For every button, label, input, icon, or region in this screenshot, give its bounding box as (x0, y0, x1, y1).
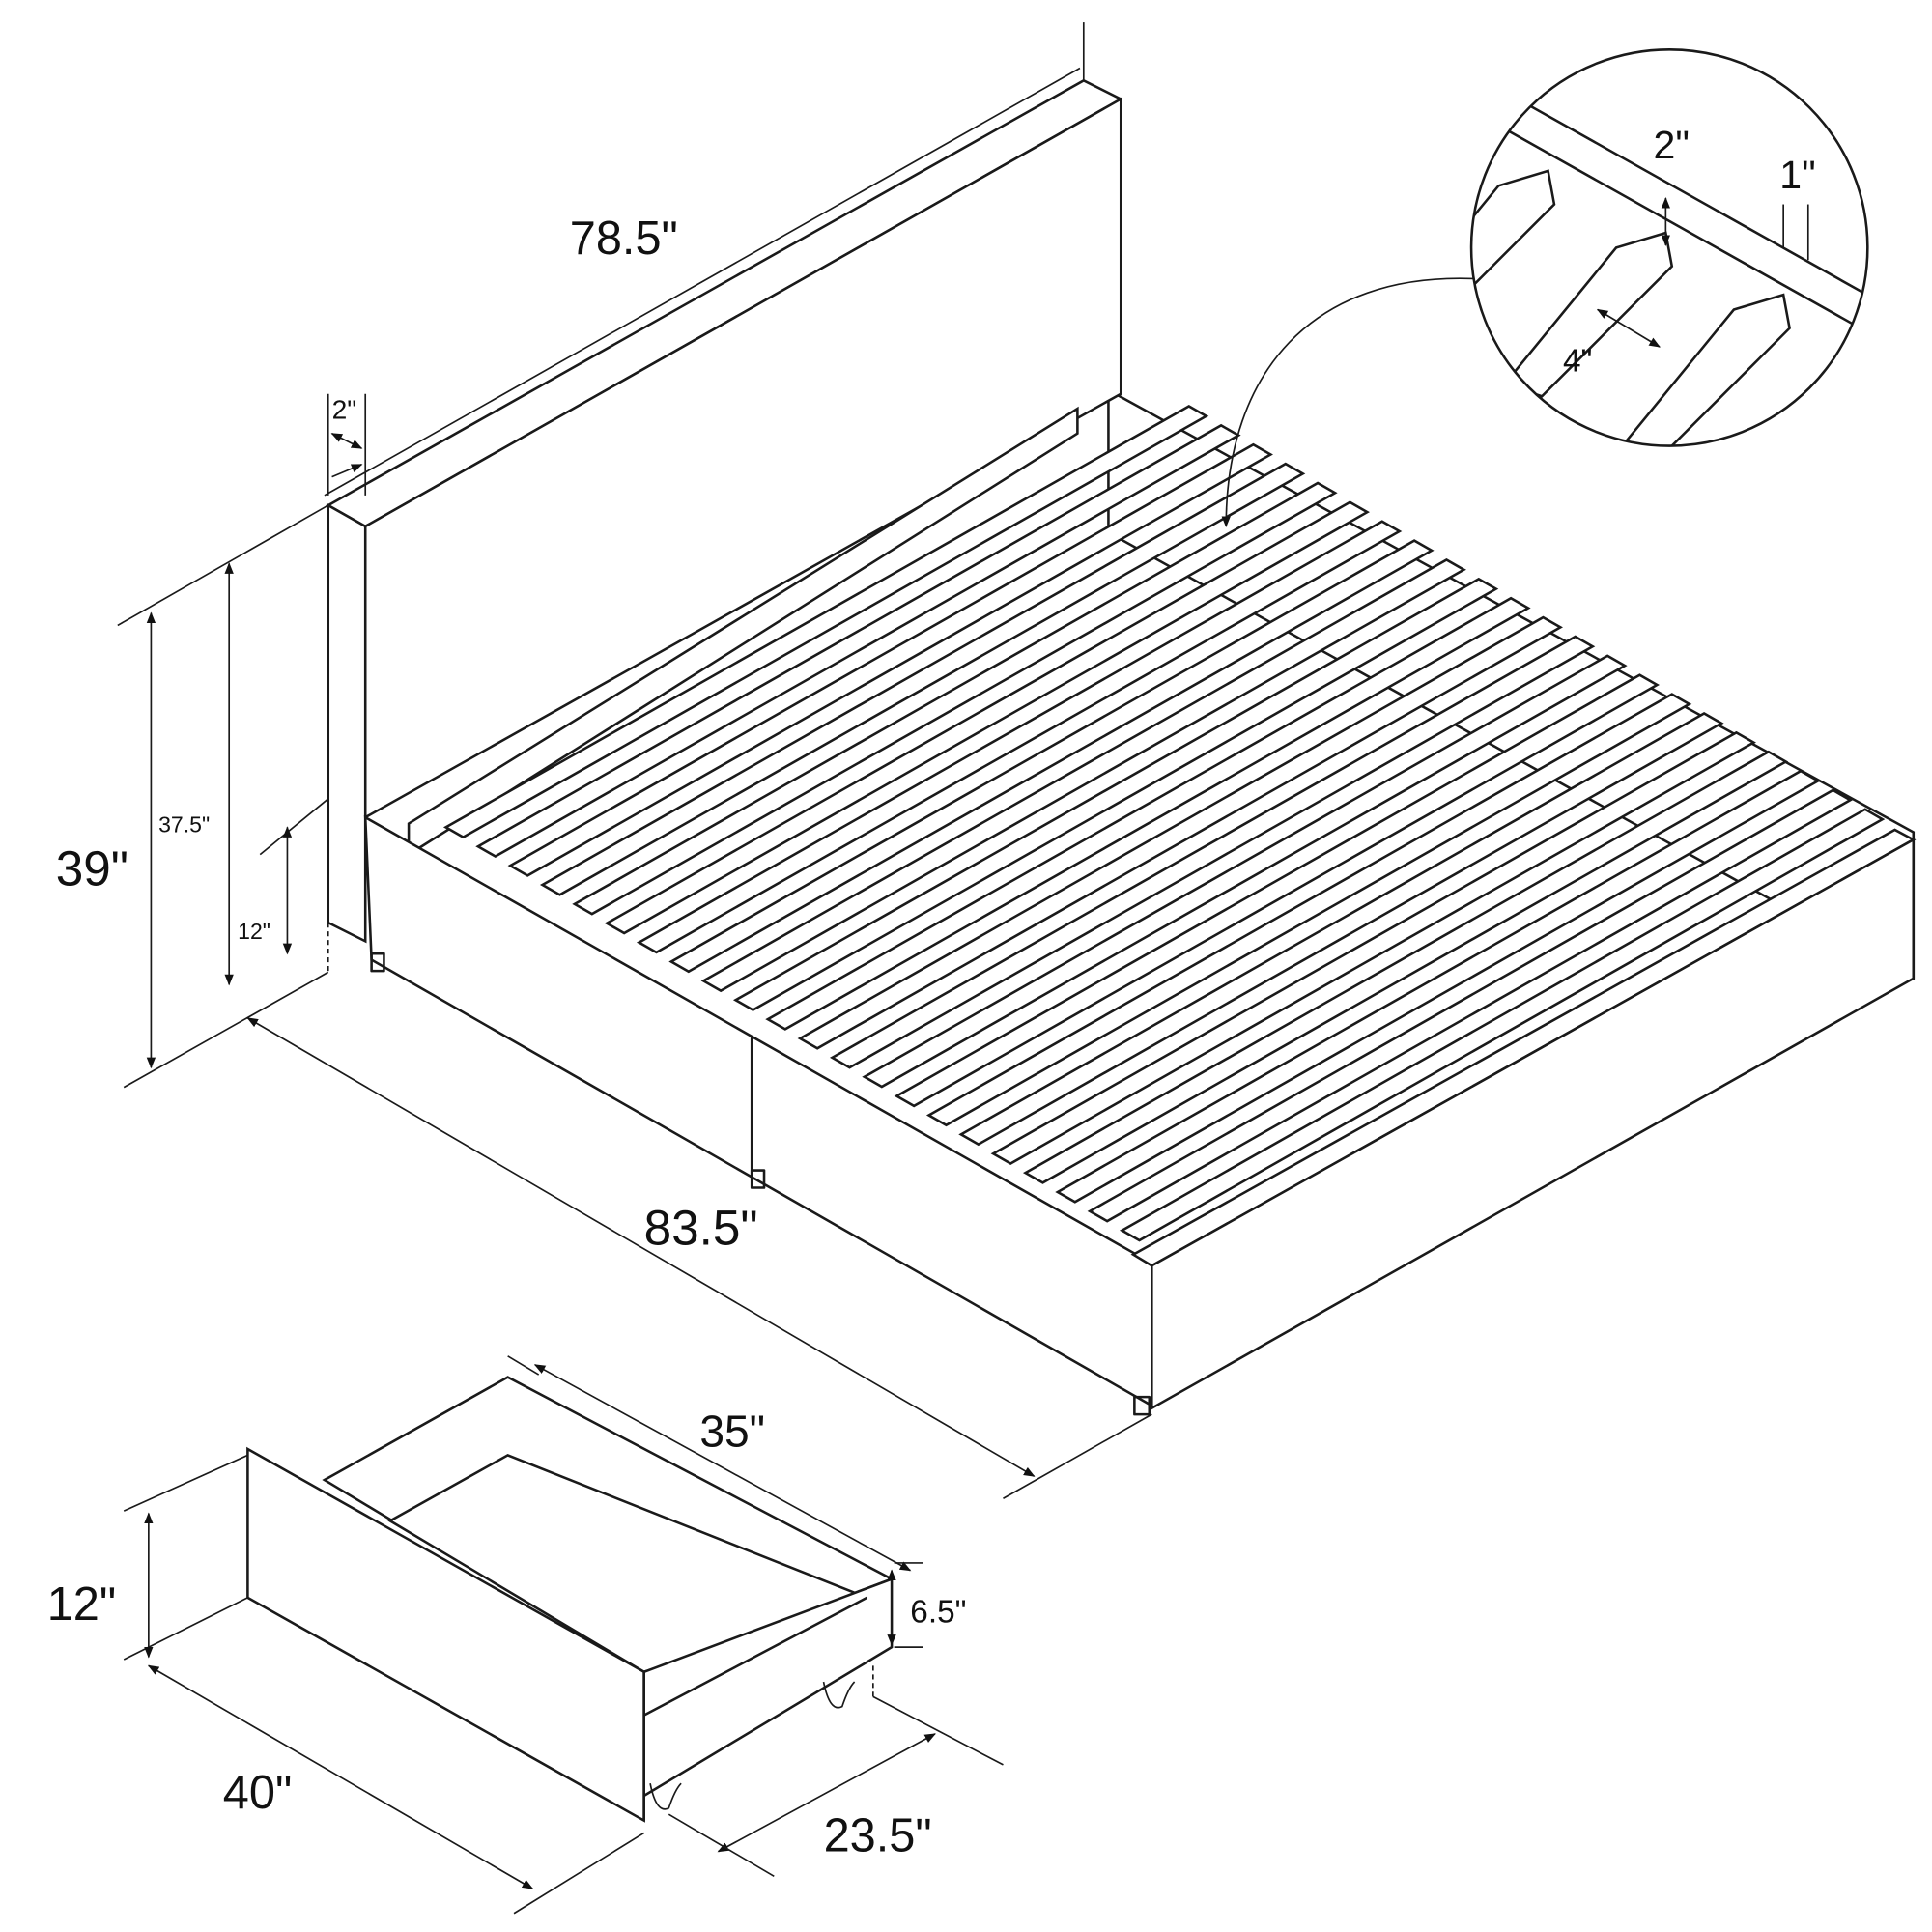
leg (1133, 1395, 1151, 1416)
bed-frame (326, 78, 1917, 1416)
drawer-length-label: 35" (699, 1406, 765, 1456)
footboard-front (1151, 838, 1916, 1410)
bed-slat (604, 500, 1370, 935)
bed-slat (507, 442, 1273, 877)
bed-dimensions: 78.5" 2" 39" 37.5" 12" 83.5" (56, 22, 1474, 1500)
bed-slat (1087, 788, 1853, 1223)
bed-slat (442, 405, 1209, 839)
bed-slat (1055, 769, 1821, 1204)
drawer-width-label: 40" (223, 1767, 292, 1819)
slat-group (442, 405, 1886, 1242)
inset-rail-lip-label: 1" (1779, 153, 1815, 197)
drawer-caster (649, 1782, 682, 1810)
bed-slat (1022, 750, 1789, 1184)
drawer (246, 1376, 895, 1823)
bed-slat (572, 481, 1338, 916)
bed-slat (700, 558, 1466, 993)
drawer-caster (822, 1681, 856, 1709)
headboard-thickness-label: 2" (332, 393, 357, 424)
bed-slat (539, 462, 1306, 896)
bed-slat (636, 520, 1403, 954)
inset-slat (1471, 169, 1556, 336)
inset-slat (1620, 293, 1791, 446)
headboard-width-label: 78.5" (570, 213, 678, 265)
bed-slat (1119, 808, 1886, 1242)
drawer-height-label: 12" (47, 1578, 116, 1631)
drawer-inner-depth-label: 6.5" (910, 1594, 966, 1630)
bed-length-label: 83.5" (644, 1200, 758, 1255)
drawer-dimensions: 35" 6.5" 12" 40" 23.5" (47, 1355, 1004, 1915)
slat-detail-inset: 2" 1" 4" (1469, 48, 1869, 447)
headboard-height-label: 37.5" (158, 812, 210, 838)
overall-height-label: 39" (56, 841, 128, 896)
headboard-side (327, 502, 367, 944)
drawer-inner-width-label: 23.5" (824, 1810, 932, 1862)
bed-slat (732, 577, 1499, 1011)
inset-slat-thickness-label: 2" (1654, 123, 1690, 167)
leg (370, 952, 385, 973)
bed-slat (668, 539, 1435, 974)
inset-slat-gap-label: 4" (1563, 344, 1592, 380)
rail-height-label: 12" (238, 919, 270, 944)
